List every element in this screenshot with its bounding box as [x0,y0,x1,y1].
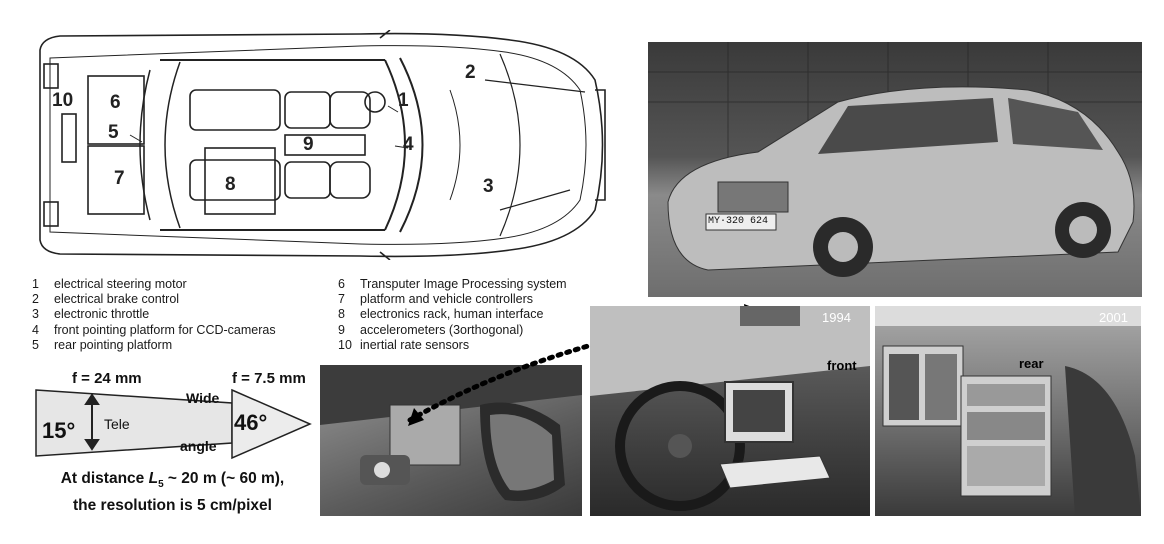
diagram-number-4: 4 [403,134,414,155]
front-label: front [827,358,857,373]
car-top-view-diagram [39,30,606,260]
diagram-number-8: 8 [225,174,236,195]
rear-interior-photo: 2001 rear [875,306,1141,516]
wide-label: Wide [186,390,220,406]
diagram-number-1: 1 [398,90,409,111]
rear-year-label: 2001 [1099,310,1128,325]
wide-focal-length: f = 7.5 mm [232,370,306,387]
diagram-number-9: 9 [303,134,314,155]
front-interior-photo: 1994 front [590,306,870,516]
diagram-number-3: 3 [483,176,494,197]
diagram-number-2: 2 [465,62,476,83]
diagram-number-10: 10 [52,90,74,111]
license-plate: MY·320 624 [708,216,769,227]
vehicle-photo: MY·320 624 [648,42,1142,297]
diagram-number-7: 7 [114,168,125,189]
camera-platform-photo [320,365,582,516]
lens-field-of-view-graphic [35,388,312,460]
wide-angle-value: 46° [234,410,268,435]
tele-label: Tele [104,416,130,432]
angle-label: angle [180,438,217,454]
tele-angle-value: 15° [42,418,76,443]
rear-label: rear [1019,356,1044,371]
diagram-number-5: 5 [108,122,119,143]
diagram-number-6: 6 [110,92,121,113]
resolution-caption: At distance L5 ~ 20 m (~ 60 m), the reso… [60,470,285,515]
front-year-label: 1994 [822,310,851,325]
tele-focal-length: f = 24 mm [72,370,142,387]
